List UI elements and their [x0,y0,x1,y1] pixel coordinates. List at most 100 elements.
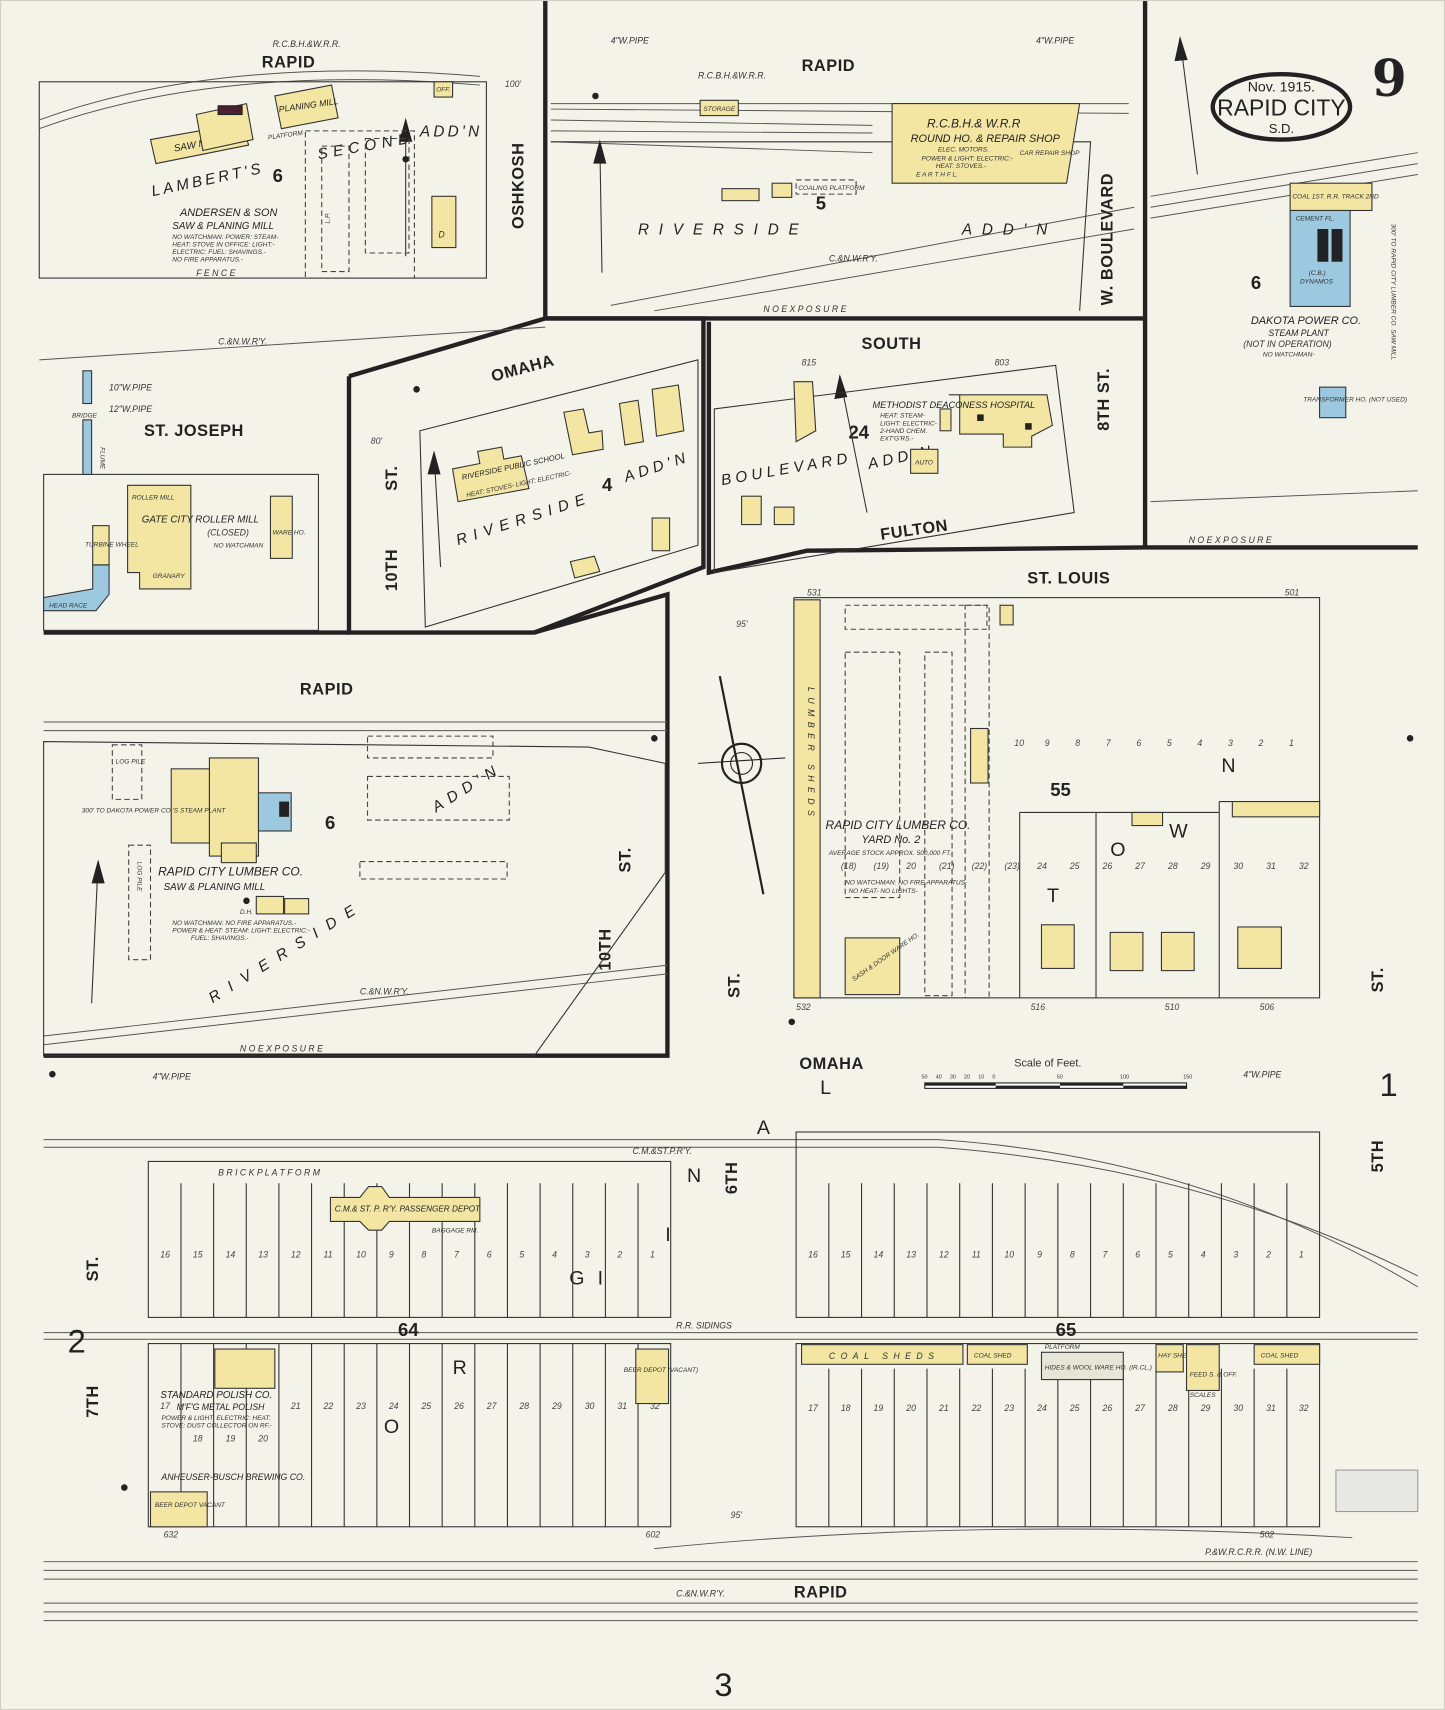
street-st-10th-1: ST. [383,466,401,491]
office-label: OFF. [436,87,450,94]
lot-number: 20 [905,861,916,871]
block-6-a: 6 [273,165,283,186]
lot-number: 31 [617,1401,627,1411]
dakota-type: STEAM PLANT [1268,328,1329,338]
lot-number: (18) [841,861,857,871]
rr-label-rcbh: R.C.B.H.&W.R.R. [273,39,341,49]
north-arrow-icons [91,35,1198,1004]
lot-number: 12 [291,1249,301,1259]
rc-lumber-yard-number: YARD No. 2 [862,834,921,846]
lot-number: 25 [420,1401,431,1411]
town-letter-n: N [1221,755,1235,777]
lot-number: 30 [1233,1403,1243,1413]
lot-number: 16 [160,1249,170,1259]
addition-addn-1: ADD'N [419,123,482,140]
addition-addn-5: ADD'N [428,760,505,817]
scales-label: SCALES [1190,1392,1216,1399]
addition-addn-2: ADD'N [961,221,1057,238]
lot-number: 23 [355,1401,366,1411]
lot-number: (21) [939,861,955,871]
address-506: 506 [1260,1002,1275,1012]
lot-number: 9 [1037,1249,1042,1259]
north-arrow-icon [1174,35,1198,175]
roundhouse-note-4: E A R T H F L. [916,172,958,179]
lot-number: 14 [874,1249,884,1259]
hospital-note-2: LIGHT: ELECTRIC- [880,420,938,427]
warehouse-label: WARE HO. [273,529,306,536]
lot-number: 7 [1106,738,1112,748]
rr-label-cnw: C.&N.W.R'Y. [218,337,267,347]
rapid-city-lumber-yard: LUMBER SHEDS SASH & DOOR WARE HO. RAPID … [793,599,1321,999]
platform-label: PLATFORM [268,130,304,142]
pipe-4-d: 4"W.PIPE [153,1072,191,1082]
lot-number: 14 [226,1249,236,1259]
block-24: 24 [848,421,869,442]
panel-borders [43,0,1418,1058]
gate-city-roller-mill: BRIDGE FLUME ROLLER MILL GRANARY WARE HO… [43,370,306,612]
lot-number: 25 [1069,1403,1080,1413]
lot-number: 27 [486,1401,498,1411]
lot-number: 23 [1003,1403,1014,1413]
street-7th: 7TH [84,1385,102,1418]
block-6-c: 6 [325,812,335,833]
rr-label-sidings: R.R. SIDINGS [676,1320,732,1330]
lot-number: 22 [971,1403,982,1413]
andersen-note-2: HEAT: STOVE IN OFFICE: LIGHT:- [172,241,275,248]
town-letter-t: T [1047,885,1059,907]
baggage-room-label: BAGGAGE RM. [432,1227,479,1234]
street-boulevard: BOULEVARD [720,449,853,489]
lot-number: (23) [1004,861,1020,871]
lot-number: 8 [1075,738,1080,748]
feed-store-label: FEED S. & OFF. [1190,1371,1238,1378]
lot-number: 20 [905,1403,916,1413]
original-letter-i2: I [665,1224,670,1246]
map-state: S.D. [1269,121,1294,136]
street-st-10th-2: ST. [616,847,634,872]
address-516: 516 [1031,1002,1046,1012]
lot-number: 4 [1197,738,1202,748]
lot-number: 6 [487,1249,492,1259]
scale-title: Scale of Feet. [1014,1058,1081,1070]
dakota-power-plant: COAL 1ST. R.R. TRACK 2ND CEMENT FL. (C.B… [1243,182,1407,419]
lot-number: 4 [552,1249,557,1259]
address-531: 531 [807,587,822,597]
key-sheet-1: 1 [1380,1066,1398,1103]
scale-tick-label: 50 [1057,1075,1063,1081]
original-letter-l: L [820,1077,831,1099]
rc-lumber-mill-note-1: NO WATCHMAN: NO FIRE APPARATUS.- [172,920,297,927]
lot-number: 25 [1069,861,1080,871]
lot-number: 10 [1004,1249,1014,1259]
street-omaha-1: OMAHA [489,351,556,385]
lot-number: 3 [585,1249,590,1259]
address-501: 501 [1285,587,1300,597]
lot-number: 30 [1233,861,1243,871]
lot-number: 19 [226,1434,236,1444]
lot-number: 28 [1167,1403,1178,1413]
north-arrow-icon [834,374,868,513]
lot-number: 4 [1201,1249,1206,1259]
roller-mill-label: ROLLER MILL [132,494,175,501]
lumber-pile-label: L.P. [324,213,331,224]
hydrant-icon [49,1070,56,1078]
block-65: 65 [1056,1319,1077,1340]
cement-floor-label: CEMENT FL. [1296,215,1335,222]
lot-number: 1 [650,1249,655,1259]
original-letter-i1: I [598,1268,603,1290]
turbine-label: TURBINE WHEEL [85,541,139,548]
lot-number: 24 [1036,861,1047,871]
lot-number: 19 [874,1403,884,1413]
lot-number: 13 [906,1249,916,1259]
roundhouse-type: ROUND HO. & REPAIR SHOP [911,133,1061,145]
gate-city-status: (CLOSED) [207,527,249,537]
lot-number: 1 [1299,1249,1304,1259]
rc-lumber-mill-note-3: FUEL: SHAVINGS.- [191,935,250,942]
head-race-label: HEAD RACE [49,602,88,609]
street-rapid-1: RAPID [262,54,316,72]
block-5: 5 [816,192,826,213]
lot-number: 2 [616,1249,622,1259]
elevation-95-b: 95' [731,1510,743,1520]
street-6th: 6TH [723,1162,741,1195]
original-letter-g: G [569,1268,584,1290]
